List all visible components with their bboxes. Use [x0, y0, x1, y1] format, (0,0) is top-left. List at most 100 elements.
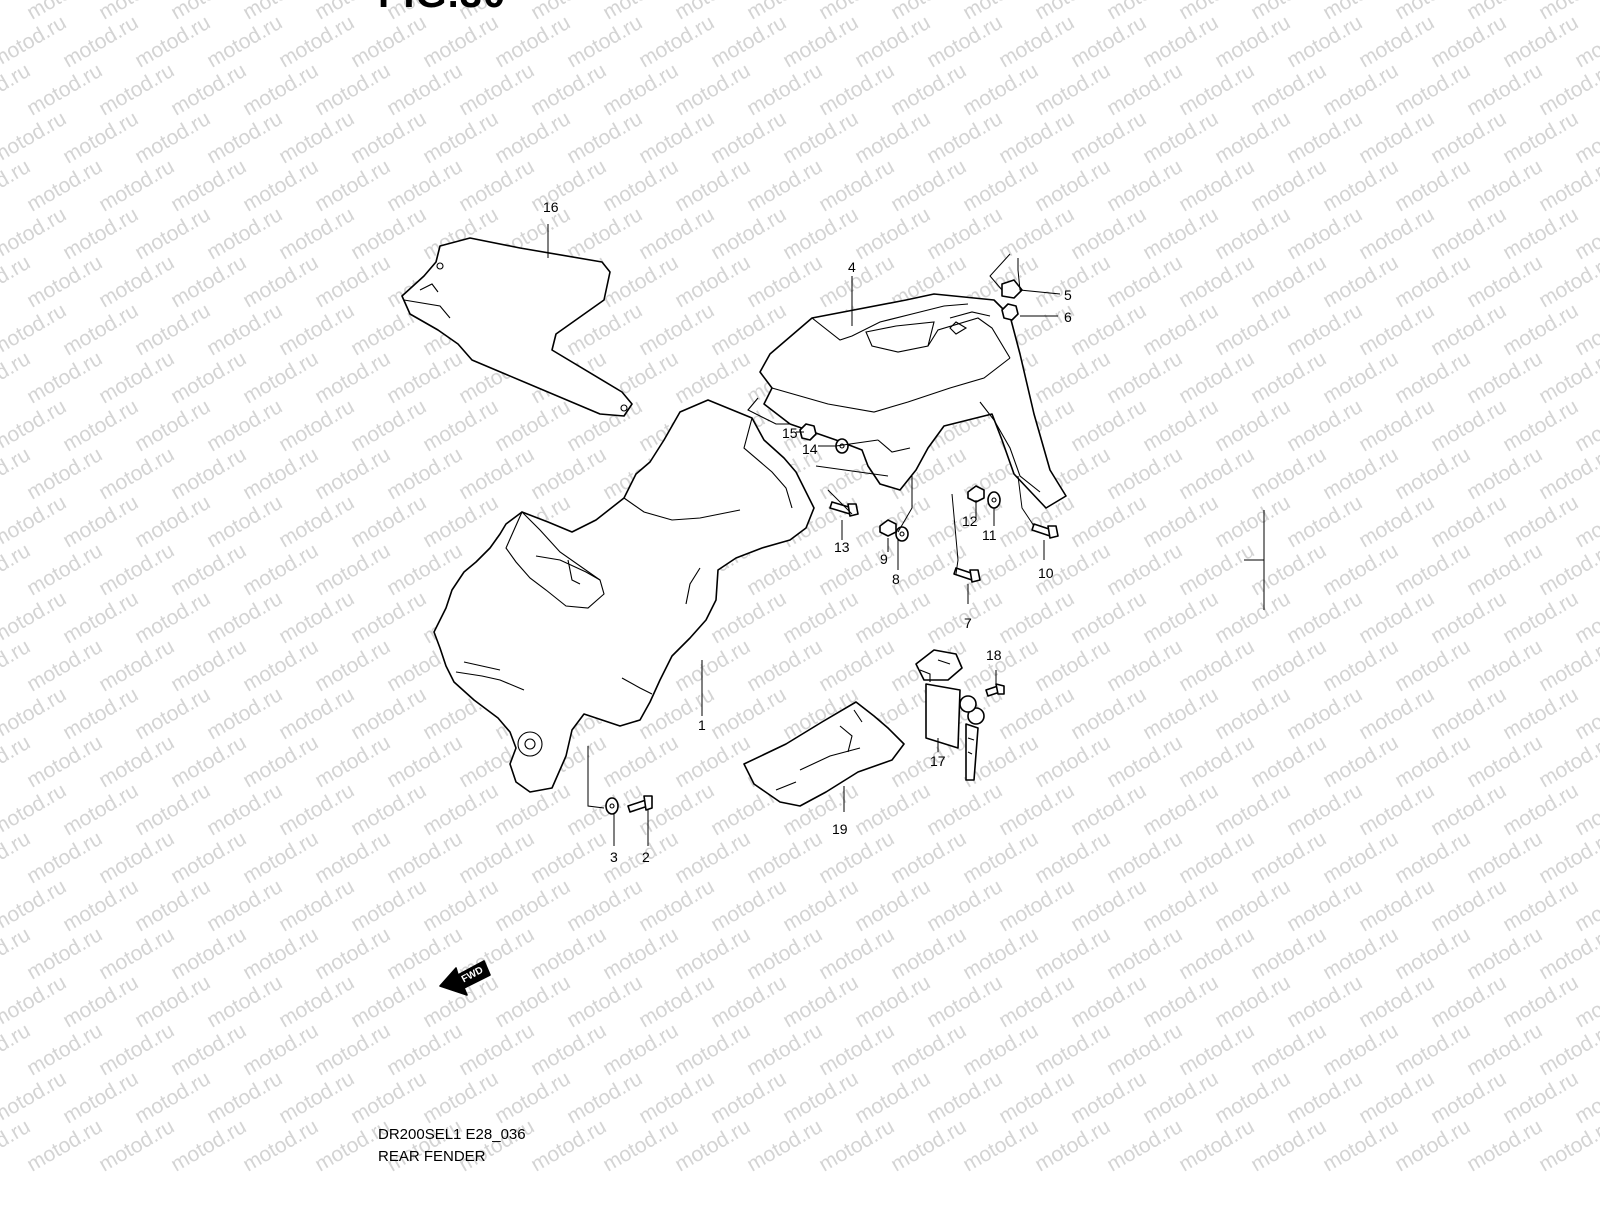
watermark-text: motod.ru	[563, 875, 646, 936]
watermark-text: motod.ru	[1175, 347, 1258, 408]
watermark-text: motod.ru	[239, 0, 322, 24]
watermark-text: motod.ru	[383, 155, 466, 216]
part-11-washer[interactable]	[987, 491, 1001, 509]
watermark-text: motod.ru	[167, 347, 250, 408]
watermark-text: motod.ru	[1463, 347, 1546, 408]
diagram-code: DR200SEL1 E28_036	[378, 1126, 526, 1143]
watermark-text: motod.ru	[1211, 299, 1294, 360]
watermark-text: motod.ru	[203, 587, 286, 648]
watermark-text: motod.ru	[815, 0, 898, 24]
watermark-text: motod.ru	[347, 1067, 430, 1128]
watermark-text: motod.ru	[815, 155, 898, 216]
watermark-text: motod.ru	[167, 1019, 250, 1080]
part-10-bolt[interactable]	[1031, 523, 1059, 539]
watermark-text: motod.ru	[635, 299, 718, 360]
watermark-text: motod.ru	[1175, 923, 1258, 984]
watermark-text: motod.ru	[1391, 443, 1474, 504]
watermark-text: motod.ru	[131, 779, 214, 840]
watermark-text: motod.ru	[1427, 491, 1510, 552]
watermark-text: motod.ru	[995, 11, 1078, 72]
part-6-nut[interactable]	[1001, 303, 1019, 321]
watermark-text: motod.ru	[635, 107, 718, 168]
part-1-rear-fender[interactable]	[433, 399, 815, 793]
watermark-text: motod.ru	[635, 971, 718, 1032]
watermark-text: motod.ru	[1031, 635, 1114, 696]
watermark-text: motod.ru	[1391, 635, 1474, 696]
watermark-text: motod.ru	[1283, 395, 1366, 456]
watermark-text: motod.ru	[1427, 1067, 1510, 1128]
part-16-shield[interactable]	[401, 237, 633, 417]
callout-labels: 16 4 5 6 15 14 13 9 8 12 11 10 7 1 3 2 1…	[543, 199, 1072, 865]
watermark-text: motod.ru	[239, 539, 322, 600]
part-12-nut[interactable]	[967, 485, 985, 503]
watermark-text: motod.ru	[563, 971, 646, 1032]
watermark-text: motod.ru	[239, 347, 322, 408]
part-14-washer[interactable]	[835, 438, 849, 454]
watermark-text: motod.ru	[707, 875, 790, 936]
watermark-text: motod.ru	[1319, 59, 1402, 120]
part-7-bolt[interactable]	[953, 567, 981, 583]
watermark-text: motod.ru	[887, 59, 970, 120]
watermark-text: motod.ru	[239, 251, 322, 312]
watermark-text: motod.ru	[59, 1067, 142, 1128]
watermark-text: motod.ru	[131, 395, 214, 456]
watermark-text: motod.ru	[1427, 395, 1510, 456]
watermark-text: motod.ru	[1427, 875, 1510, 936]
watermark-text: motod.ru	[599, 155, 682, 216]
watermark-text: motod.ru	[1463, 1115, 1546, 1176]
watermark-text: motod.ru	[1211, 779, 1294, 840]
watermark-text: motod.ru	[851, 587, 934, 648]
watermark-text: motod.ru	[815, 539, 898, 600]
watermark-text: motod.ru	[1175, 539, 1258, 600]
watermark-text: motod.ru	[563, 203, 646, 264]
watermark-text: motod.ru	[1067, 299, 1150, 360]
watermark-text: motod.ru	[311, 827, 394, 888]
watermark-text: motod.ru	[23, 0, 106, 24]
watermark-text: motod.ru	[1247, 251, 1330, 312]
watermark-text: motod.ru	[1355, 1067, 1438, 1128]
watermark-text: motod.ru	[1247, 347, 1330, 408]
watermark-text: motod.ru	[707, 1067, 790, 1128]
watermark-text: motod.ru	[671, 0, 754, 24]
watermark-text: motod.ru	[995, 875, 1078, 936]
part-5-nut[interactable]	[1001, 279, 1023, 299]
watermark-text: motod.ru	[599, 0, 682, 24]
callout-15: 15	[782, 425, 798, 441]
watermark-text: motod.ru	[347, 491, 430, 552]
watermark-text: motod.ru	[1067, 395, 1150, 456]
watermark-text: motod.ru	[203, 395, 286, 456]
watermark-text: motod.ru	[1211, 1067, 1294, 1128]
watermark-text: motod.ru	[743, 827, 826, 888]
watermark-text: motod.ru	[1499, 683, 1582, 744]
watermark-text: motod.ru	[635, 203, 718, 264]
watermark-text: motod.ru	[887, 155, 970, 216]
watermark-text: motod.ru	[527, 1115, 610, 1176]
watermark-text: motod.ru	[95, 539, 178, 600]
watermark-text: motod.ru	[959, 827, 1042, 888]
watermark-text: motod.ru	[1139, 203, 1222, 264]
watermark-text: motod.ru	[671, 251, 754, 312]
watermark-text: motod.ru	[167, 251, 250, 312]
part-18-screw[interactable]	[985, 683, 1005, 697]
watermark-text: motod.ru	[1427, 107, 1510, 168]
watermark-text: motod.ru	[1319, 923, 1402, 984]
part-15-nut[interactable]	[799, 423, 817, 441]
watermark-text: motod.ru	[1319, 155, 1402, 216]
watermark-text: motod.ru	[995, 683, 1078, 744]
watermark-text: motod.ru	[1391, 827, 1474, 888]
watermark-text: motod.ru	[743, 155, 826, 216]
part-3-washer[interactable]	[605, 797, 619, 815]
part-17-helmet-lock[interactable]	[915, 649, 985, 781]
watermark-text: motod.ru	[1139, 971, 1222, 1032]
watermark-text: motod.ru	[455, 1019, 538, 1080]
watermark-text: motod.ru	[959, 1115, 1042, 1176]
watermark-text: motod.ru	[1103, 827, 1186, 888]
watermark-text: motod.ru	[815, 1019, 898, 1080]
part-19-tool-bag[interactable]	[743, 701, 905, 807]
part-8-washer[interactable]	[895, 526, 909, 542]
watermark-text: motod.ru	[1319, 635, 1402, 696]
part-2-bolt[interactable]	[627, 795, 653, 813]
watermark-text: motod.ru	[1067, 875, 1150, 936]
